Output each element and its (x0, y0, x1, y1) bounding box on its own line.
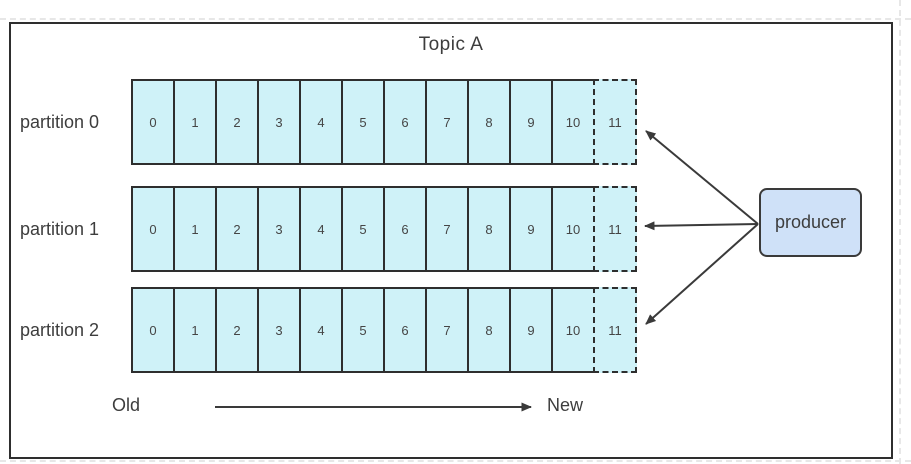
message-cell: 9 (511, 188, 553, 270)
partition-label: partition 0 (20, 111, 100, 132)
message-cell: 8 (469, 81, 511, 163)
message-cell: 10 (553, 188, 593, 270)
message-cell: 0 (133, 289, 175, 371)
new-label: New (547, 395, 584, 415)
message-cell: 0 (133, 81, 175, 163)
next-message-cell: 11 (593, 79, 637, 165)
grid-ticks-top (0, 18, 911, 20)
message-cell: 8 (469, 188, 511, 270)
message-cell: 5 (343, 81, 385, 163)
message-cell: 4 (301, 81, 343, 163)
message-cell: 3 (259, 81, 301, 163)
message-cell: 5 (343, 188, 385, 270)
message-cell: 1 (175, 81, 217, 163)
message-cell: 5 (343, 289, 385, 371)
next-message-cell: 11 (593, 186, 637, 272)
message-cell: 0 (133, 188, 175, 270)
message-cell: 8 (469, 289, 511, 371)
message-cell: 7 (427, 188, 469, 270)
grid-ticks-right (899, 0, 901, 464)
message-cell: 10 (553, 81, 593, 163)
message-cell: 1 (175, 289, 217, 371)
message-cell: 3 (259, 289, 301, 371)
message-cell: 6 (385, 289, 427, 371)
message-cell: 9 (511, 81, 553, 163)
message-cell: 4 (301, 188, 343, 270)
old-label: Old (112, 395, 141, 415)
message-cell: 2 (217, 188, 259, 270)
next-message-cell: 11 (593, 287, 637, 373)
partition-label: partition 1 (20, 218, 100, 239)
message-cell: 7 (427, 81, 469, 163)
message-cell: 1 (175, 188, 217, 270)
message-cell: 2 (217, 289, 259, 371)
message-cell: 2 (217, 81, 259, 163)
message-cell: 6 (385, 188, 427, 270)
topic-title: Topic A (418, 34, 484, 55)
producer-label: producer (774, 212, 847, 232)
grid-ticks-bottom (0, 460, 911, 462)
partition-label: partition 2 (20, 319, 100, 340)
message-cell: 4 (301, 289, 343, 371)
message-cell: 10 (553, 289, 593, 371)
message-cell: 7 (427, 289, 469, 371)
message-cell: 9 (511, 289, 553, 371)
producer-box: producer (759, 188, 862, 257)
message-cell: 3 (259, 188, 301, 270)
message-cell: 6 (385, 81, 427, 163)
